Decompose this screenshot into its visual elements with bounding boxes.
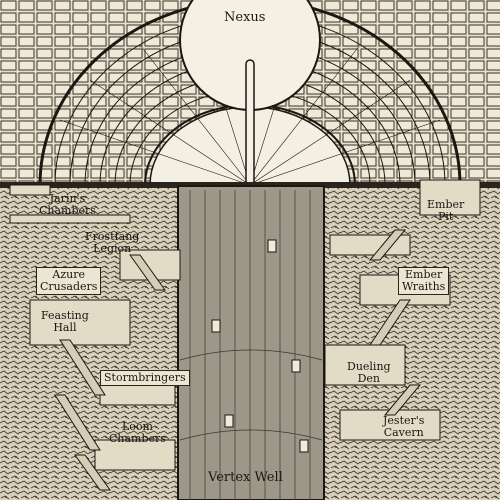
room-label-azure-crusaders: Azure Crusaders: [36, 267, 102, 295]
room-label-ember-pit: Ember Pit: [427, 198, 465, 223]
nexus-title: Nexus: [224, 10, 266, 25]
room-label-jarins-chambers: Jarin's Chambers: [39, 192, 96, 217]
room-label-stormbringers: Stormbringers: [100, 370, 190, 386]
room-label-ember-wraiths: Ember Wraiths: [398, 267, 450, 295]
nexus-spire: [245, 59, 255, 186]
vertex-well-label: Vertex Well: [208, 470, 283, 485]
room-label-jesters-cavern: Jester's Cavern: [383, 414, 425, 439]
room-label-feasting-hall: Feasting Hall: [41, 309, 89, 334]
central-shaft: [177, 185, 325, 500]
left-stairs: [54, 254, 166, 491]
room-label-frostfang-legion: Frostfang Legion: [85, 230, 140, 255]
room-label-loom-chambers: Loom Chambers: [109, 420, 166, 445]
right-ledges: [324, 179, 481, 441]
shaft-texture: [179, 190, 323, 500]
right-stairs: [368, 229, 422, 416]
room-label-dueling-den: Dueling Den: [347, 360, 391, 385]
left-ledges: [9, 184, 181, 471]
shaft-doors: [211, 239, 309, 453]
